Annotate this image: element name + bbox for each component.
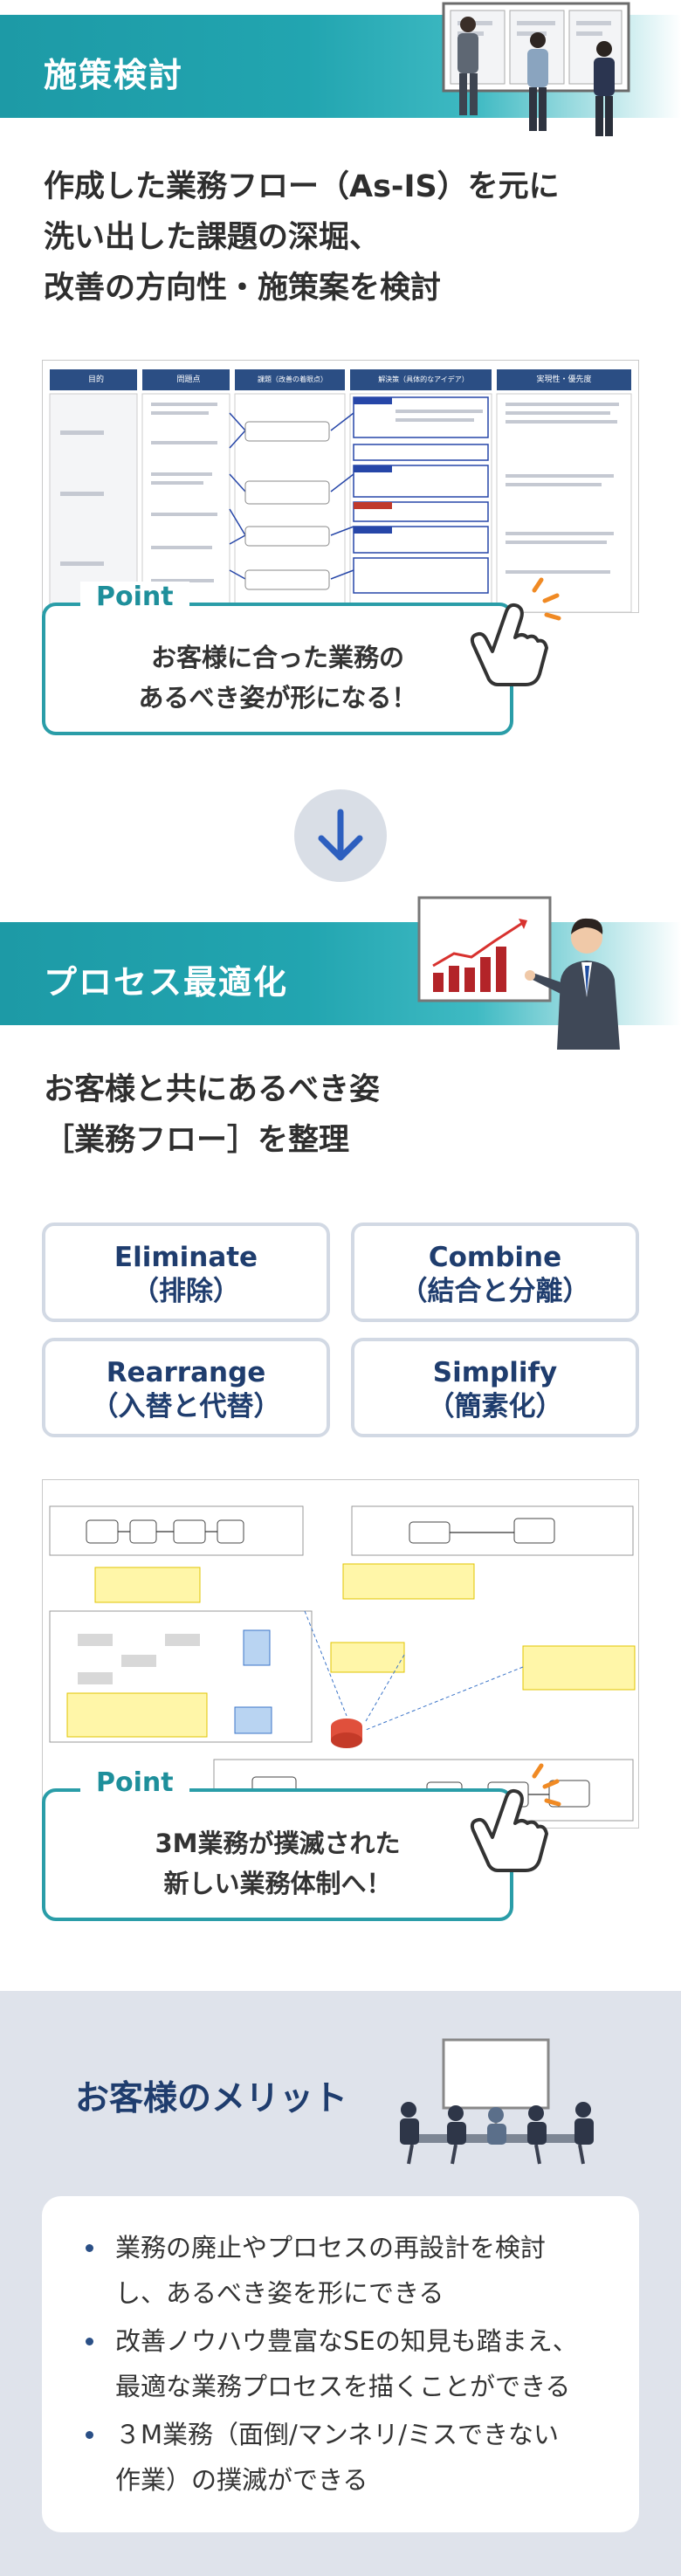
benefit-line: ３M業務（面倒/マンネリ/ミスできない [115, 2420, 559, 2450]
table-header-cell: 実現性・優先度 [536, 375, 592, 384]
pointing-hand-icon [470, 577, 561, 686]
point-text: お客様に合った業務の あるべき姿が形になる！ [45, 637, 510, 719]
principle-ja: （排除） [132, 1275, 240, 1307]
section1-heading: 作成した業務フロー（As-IS）を元に 洗い出した課題の深堀、 改善の方向性・施… [44, 162, 560, 313]
principle-en: Rearrange [106, 1357, 266, 1388]
principle-simplify: Simplify （簡素化） [351, 1338, 639, 1437]
down-arrow-icon [294, 789, 387, 882]
principle-en: Simplify [432, 1357, 558, 1388]
point-text-line: 新しい業務体制へ！ [163, 1869, 392, 1899]
point-label: Point [80, 1767, 189, 1798]
table-header-cell: 課題（改善の着眼点） [258, 375, 327, 383]
benefit-line: 最適な業務プロセスを描くことができる [115, 2371, 571, 2401]
section-title: 施策検討 [44, 56, 184, 94]
presenter-illustration [417, 896, 620, 1050]
measures-table-screenshot: 目的 問題点 課題（改善の着眼点） 解決策（具体的なアイデア） 実現性・優先度 [42, 360, 639, 613]
principle-ja: （入替と代替） [91, 1390, 281, 1422]
principle-rearrange: Rearrange （入替と代替） [42, 1338, 330, 1437]
section2-heading: お客様と共にあるべき姿 ［業務フロー］を整理 [44, 1065, 380, 1167]
principle-en: Combine [428, 1242, 562, 1273]
benefit-line: 改善ノウハウ豊富なSEの知見も踏まえ、 [115, 2326, 578, 2357]
benefit-item: ３M業務（面倒/マンネリ/ミスできない 作業）の撲滅ができる [86, 2413, 623, 2503]
principle-combine: Combine （結合と分離） [351, 1223, 639, 1322]
team-meeting-illustration [400, 2038, 594, 2165]
point-text-line: 3M業務が撲滅された [155, 1829, 401, 1858]
principle-ja: （結合と分離） [400, 1275, 590, 1307]
pointing-hand-icon [470, 1763, 561, 1872]
meeting-illustration [442, 2, 630, 136]
principle-eliminate: Eliminate （排除） [42, 1223, 330, 1322]
benefit-line: し、あるべき姿を形にできる [115, 2277, 444, 2308]
point-text: 3M業務が撲滅された 新しい業務体制へ！ [45, 1823, 510, 1904]
heading-line: 改善の方向性・施策案を検討 [44, 270, 442, 306]
table-header-row: 目的 問題点 課題（改善の着眼点） 解決策（具体的なアイデア） 実現性・優先度 [50, 369, 631, 390]
principle-ja: （簡素化） [427, 1390, 563, 1422]
point-box-measures: Point お客様に合った業務の あるべき姿が形になる！ [42, 582, 513, 735]
heading-line: お客様と共にあるべき姿 [44, 1072, 381, 1107]
point-label: Point [80, 582, 189, 612]
table-header-cell: 問題点 [176, 375, 201, 384]
heading-line: 洗い出した課題の深堀、 [44, 219, 381, 255]
table-header-cell: 目的 [87, 375, 104, 384]
benefits-list: 業務の廃止やプロセスの再設計を検討 し、あるべき姿を形にできる 改善ノウハウ豊富… [86, 2226, 623, 2507]
point-box-process: Point 3M業務が撲滅された 新しい業務体制へ！ [42, 1767, 513, 1921]
principle-en: Eliminate [114, 1242, 258, 1273]
benefits-card: 業務の廃止やプロセスの再設計を検討 し、あるべき姿を形にできる 改善ノウハウ豊富… [42, 2196, 639, 2532]
benefit-item: 改善ノウハウ豊富なSEの知見も踏まえ、 最適な業務プロセスを描くことができる [86, 2319, 623, 2409]
benefits-title: お客様のメリット [75, 2079, 348, 2118]
benefit-line: 作業）の撲滅ができる [115, 2465, 368, 2496]
heading-line: ［業務フロー］を整理 [44, 1122, 350, 1158]
point-text-line: あるべき姿が形になる！ [138, 683, 417, 713]
benefit-line: 業務の廃止やプロセスの再設計を検討 [115, 2233, 547, 2263]
table-header-cell: 解決策（具体的なアイデア） [378, 375, 469, 383]
benefit-item: 業務の廃止やプロセスの再設計を検討 し、あるべき姿を形にできる [86, 2226, 623, 2316]
section-title: プロセス最適化 [44, 963, 289, 1002]
heading-line: 作成した業務フロー（As-IS）を元に [44, 169, 560, 204]
point-text-line: お客様に合った業務の [150, 643, 404, 672]
